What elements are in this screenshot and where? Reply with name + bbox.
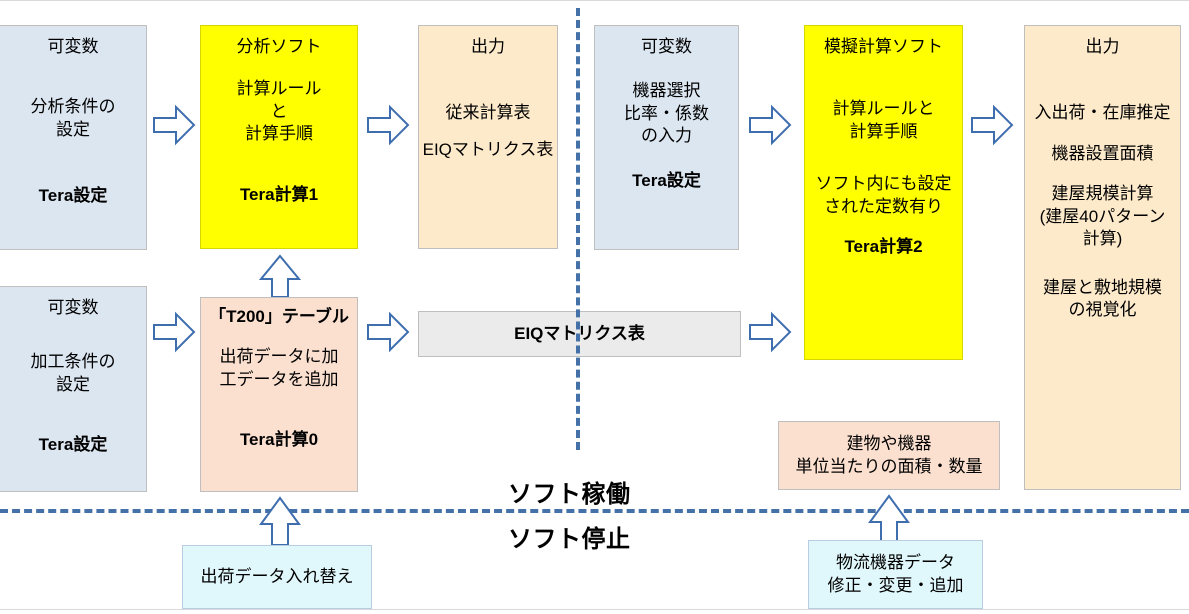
t200-heading: 「T200」テーブル	[209, 307, 349, 326]
simulation-software-line2: 計算手順	[849, 121, 918, 141]
variables-processing-footer: Tera設定	[38, 435, 108, 455]
simulation-software-line3: ソフト内にも設定	[815, 174, 952, 194]
analysis-software-heading: 分析ソフト	[236, 37, 322, 56]
spacer	[0, 141, 146, 185]
box-variables-equipment[interactable]: 可変数 機器選択 比率・係数 の入力 Tera設定	[594, 25, 739, 250]
variables-processing-line1: 加工条件の	[30, 352, 116, 372]
page-rule-top	[0, 0, 1189, 1]
spacer	[0, 58, 146, 96]
t200-footer: Tera計算0	[239, 430, 319, 450]
spacer	[201, 146, 357, 184]
arrow-right-1	[152, 103, 196, 147]
arrow-up-1	[257, 253, 303, 299]
simulation-software-footer: Tera計算2	[844, 237, 923, 257]
output-right-line3: 建屋規模計算	[1051, 184, 1154, 204]
variables-equipment-line3: の入力	[641, 126, 692, 146]
box-simulation-software[interactable]: 模擬計算ソフト 計算ルールと 計算手順 ソフト内にも設定 された定数有り Ter…	[804, 25, 963, 360]
output-right-line4: (建屋40パターン	[1039, 206, 1166, 226]
simulation-software-heading: 模擬計算ソフト	[824, 37, 943, 56]
simulation-software-line4: された定数有り	[824, 196, 943, 216]
arrow-right-6	[366, 310, 410, 354]
box-output-right[interactable]: 出力 入出荷・在庫推定 機器設置面積 建屋規模計算 (建屋40パターン 計算) …	[1024, 25, 1181, 490]
output-left-line1: 従来計算表	[445, 103, 531, 123]
spacer	[201, 58, 357, 78]
variables-analysis-line1: 分析条件の	[30, 97, 116, 117]
box-building-equipment[interactable]: 建物や機器 単位当たりの面積・数量	[778, 421, 1000, 490]
spacer	[0, 396, 146, 434]
box-analysis-software[interactable]: 分析ソフト 計算ルール と 計算手順 Tera計算1	[200, 25, 358, 249]
spacer	[0, 319, 146, 351]
t200-line2: 工データを追加	[219, 369, 339, 389]
spacer	[419, 125, 557, 139]
logistics-equipment-line1: 物流機器データ	[836, 553, 955, 573]
page-rule-bottom	[0, 609, 1189, 610]
divider-vertical-dashed	[576, 8, 580, 450]
box-variables-analysis[interactable]: 可変数 分析条件の 設定 Tera設定	[0, 25, 147, 250]
output-right-line2: 機器設置面積	[1051, 143, 1154, 163]
spacer	[201, 391, 357, 429]
spacer	[805, 218, 962, 236]
box-t200-table[interactable]: 「T200」テーブル 出荷データに加 工データを追加 Tera計算0	[200, 297, 358, 492]
analysis-software-line2: と	[270, 101, 288, 121]
analysis-software-line1: 計算ルール	[236, 79, 322, 99]
spacer	[805, 143, 962, 173]
building-equipment-line2: 単位当たりの面積・数量	[795, 456, 983, 476]
spacer	[419, 58, 557, 102]
output-right-line1: 入出荷・在庫推定	[1034, 103, 1171, 123]
variables-equipment-line1: 機器選択	[632, 81, 701, 101]
variables-analysis-line2: 設定	[56, 119, 90, 139]
box-shipping-data-swap[interactable]: 出荷データ入れ替え	[182, 545, 372, 609]
arrow-up-2	[257, 495, 303, 547]
output-right-line6: 建屋と敷地規模	[1043, 277, 1162, 297]
spacer	[595, 58, 738, 80]
output-right-line7: の視覚化	[1068, 300, 1137, 320]
spacer	[595, 148, 738, 170]
analysis-software-footer: Tera計算1	[239, 184, 319, 204]
label-software-stopped: ソフト停止	[508, 526, 631, 553]
label-software-running: ソフト稼働	[508, 481, 631, 508]
variables-equipment-footer: Tera設定	[632, 170, 701, 190]
divider-horizontal-dashed	[0, 509, 1189, 513]
arrow-up-3	[866, 493, 912, 545]
variables-equipment-heading: 可変数	[641, 37, 692, 56]
box-variables-processing[interactable]: 可変数 加工条件の 設定 Tera設定	[0, 286, 147, 492]
output-left-line2: EIQマトリクス表	[422, 139, 554, 159]
output-left-heading: 出力	[471, 37, 505, 56]
arrow-right-7	[748, 310, 792, 354]
variables-analysis-footer: Tera設定	[38, 186, 108, 206]
analysis-software-line3: 計算手順	[245, 124, 313, 144]
spacer	[1025, 125, 1180, 143]
arrow-right-2	[366, 103, 410, 147]
spacer	[805, 58, 962, 98]
variables-processing-heading: 可変数	[47, 298, 99, 317]
arrow-right-5	[152, 310, 196, 354]
output-right-heading: 出力	[1085, 37, 1120, 56]
variables-equipment-line2: 比率・係数	[624, 103, 709, 123]
simulation-software-line1: 計算ルールと	[832, 99, 935, 119]
t200-line1: 出荷データに加	[219, 347, 339, 367]
box-logistics-equipment-data[interactable]: 物流機器データ 修正・変更・追加	[808, 540, 983, 609]
arrow-right-4	[970, 103, 1014, 147]
spacer	[1025, 165, 1180, 183]
shipping-data-swap-label: 出荷データ入れ替え	[200, 566, 354, 586]
variables-processing-line2: 設定	[56, 374, 90, 394]
spacer	[201, 328, 357, 346]
output-right-line5: 計算)	[1082, 229, 1123, 249]
spacer	[1025, 58, 1180, 102]
box-output-left[interactable]: 出力 従来計算表 EIQマトリクス表	[418, 25, 558, 249]
building-equipment-line1: 建物や機器	[846, 434, 932, 454]
logistics-equipment-line2: 修正・変更・追加	[827, 575, 964, 595]
variables-analysis-heading: 可変数	[47, 37, 99, 56]
arrow-right-3	[748, 103, 792, 147]
spacer	[1025, 251, 1180, 277]
